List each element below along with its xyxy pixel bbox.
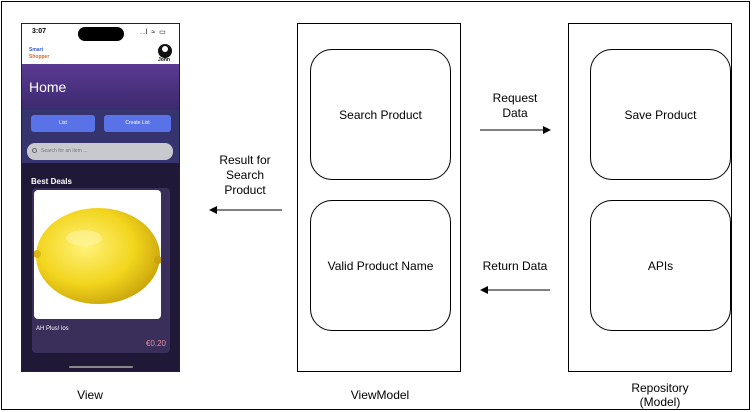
- brand-name-line1: Smart: [29, 47, 44, 53]
- status-bar: 3:07 ..l ≈ ▭: [22, 24, 179, 44]
- product-price: €0.20: [145, 339, 166, 348]
- home-header: Home: [22, 64, 179, 110]
- product-card[interactable]: AH Plus! los €0.20: [32, 188, 170, 353]
- status-icons: ..l ≈ ▭: [140, 29, 167, 36]
- dynamic-island: [78, 27, 124, 41]
- account-icon[interactable]: [158, 44, 172, 58]
- result-label-line3: Product: [224, 183, 266, 197]
- request-label: Request Data: [480, 91, 550, 121]
- repository-caption-line2: (Model): [639, 395, 681, 409]
- create-list-button[interactable]: Create List: [104, 115, 171, 132]
- save-product-box: Save Product: [590, 49, 731, 180]
- result-label-line1: Result for: [219, 153, 271, 167]
- home-indicator: [69, 366, 133, 368]
- return-label: Return Data: [482, 259, 548, 273]
- app-bar: Smart Shopper John: [22, 44, 179, 64]
- search-input[interactable]: Search for an item ...: [27, 143, 173, 160]
- repository-caption-line1: Repository: [631, 381, 689, 395]
- viewmodel-caption: ViewModel: [350, 388, 410, 402]
- brand-name-line2: Shopper: [29, 54, 50, 60]
- status-time: 3:07: [32, 28, 47, 35]
- repository-caption: Repository (Model): [610, 381, 710, 409]
- view-caption: View: [77, 388, 103, 402]
- search-product-box: Search Product: [310, 49, 451, 180]
- request-label-line1: Request: [492, 91, 538, 105]
- valid-product-name-box: Valid Product Name: [310, 200, 451, 331]
- product-name: AH Plus! los: [36, 326, 69, 332]
- search-placeholder: Search for an item ...: [41, 148, 88, 154]
- page-title: Home: [29, 79, 67, 95]
- best-deals-heading: Best Deals: [31, 177, 72, 186]
- product-image: [34, 190, 161, 319]
- apis-box: APIs: [590, 200, 731, 331]
- search-icon: [32, 148, 37, 153]
- list-button[interactable]: List: [31, 115, 95, 132]
- user-name: John: [158, 57, 170, 63]
- controls-panel: List Create List Search for an item ...: [22, 110, 179, 163]
- phone-screenshot: 3:07 ..l ≈ ▭ Smart Shopper John Home Lis…: [21, 23, 180, 372]
- result-label-line2: Search: [225, 168, 265, 182]
- lemon-image: [34, 208, 161, 304]
- result-label: Result for Search Product: [205, 153, 285, 198]
- request-label-line2: Data: [502, 106, 528, 120]
